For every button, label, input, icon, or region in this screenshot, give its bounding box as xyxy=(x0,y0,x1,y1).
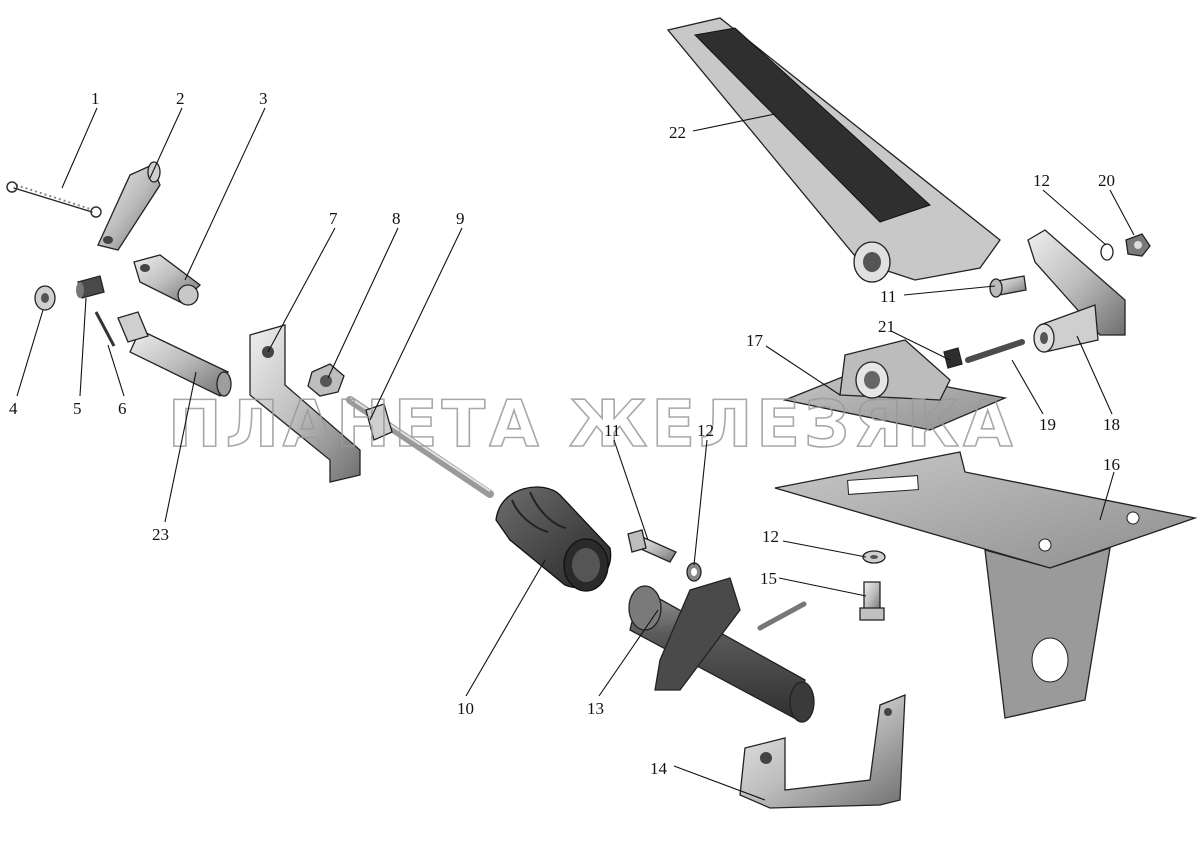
callout-20: 20 xyxy=(1098,171,1115,190)
callout-7: 7 xyxy=(329,209,338,228)
callout-11-top: 11 xyxy=(880,287,896,306)
part-19-threaded-rod xyxy=(965,339,1025,363)
part-6-cotter-pin xyxy=(94,311,116,347)
callout-15: 15 xyxy=(760,569,777,588)
callout-4: 4 xyxy=(9,399,18,418)
part-5-set-screw xyxy=(76,275,105,299)
part-13-master-cylinder xyxy=(628,577,815,723)
part-16-mounting-plate xyxy=(774,451,1198,719)
callout-12-top: 12 xyxy=(1033,171,1050,190)
part-12-washer-right xyxy=(862,550,886,564)
part-18-shaft-with-arm xyxy=(1027,229,1126,353)
part-11-bolt-top xyxy=(989,275,1027,298)
part-10-rubber-boot xyxy=(495,486,612,592)
part-15-bolt xyxy=(859,581,885,621)
callout-23: 23 xyxy=(152,525,169,544)
part-23-pin xyxy=(117,311,232,397)
callout-5: 5 xyxy=(73,399,82,418)
part-12-washer-center xyxy=(686,562,702,582)
part-14-bracket xyxy=(739,694,906,809)
callout-3: 3 xyxy=(259,89,268,108)
callout-21: 21 xyxy=(878,317,895,336)
callout-6: 6 xyxy=(118,399,127,418)
callout-12-right: 12 xyxy=(762,527,779,546)
callout-14: 14 xyxy=(650,759,668,778)
callout-2: 2 xyxy=(176,89,185,108)
part-11-bolt-center xyxy=(627,529,677,563)
callout-12-center: 12 xyxy=(697,421,714,440)
part-3-clevis xyxy=(133,254,201,306)
callout-8: 8 xyxy=(392,209,401,228)
callout-1: 1 xyxy=(91,89,100,108)
callout-11-center: 11 xyxy=(604,421,620,440)
callout-labels: 1 2 3 4 5 6 7 8 9 23 10 11 12 13 14 15 1… xyxy=(9,89,1120,778)
callout-18: 18 xyxy=(1103,415,1120,434)
part-12-washer-top xyxy=(1100,243,1114,261)
callout-13: 13 xyxy=(587,699,604,718)
callout-10: 10 xyxy=(457,699,474,718)
part-20-nut xyxy=(1125,233,1151,257)
watermark-text: ПЛАНЕТА ЖЕЛЕЗЯКА xyxy=(168,388,1017,462)
callout-17: 17 xyxy=(746,331,764,350)
callout-19: 19 xyxy=(1039,415,1056,434)
callout-9: 9 xyxy=(456,209,465,228)
part-8-nut xyxy=(307,363,345,397)
part-1-return-spring xyxy=(6,181,102,218)
part-22-pedal xyxy=(666,17,1001,283)
leader-lines xyxy=(16,107,1135,801)
callout-16: 16 xyxy=(1103,455,1120,474)
part-4-washer xyxy=(34,285,56,311)
callout-22: 22 xyxy=(669,123,686,142)
part-17-pedal-bracket xyxy=(782,339,1008,431)
part-21-set-screw xyxy=(943,347,963,369)
